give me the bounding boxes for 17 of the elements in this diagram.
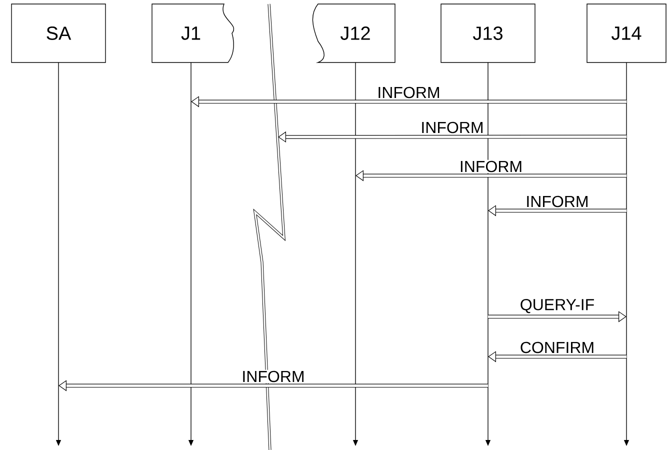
participant-box: J12 xyxy=(312,4,396,63)
message-arrow xyxy=(58,380,488,392)
message-arrow xyxy=(191,96,626,108)
edge-label: QUERY-IF xyxy=(518,298,596,314)
message-arrow xyxy=(356,170,626,182)
edge-label: INFORM xyxy=(240,370,306,384)
participant-box: J13 xyxy=(440,4,536,63)
participant-box: SA xyxy=(11,4,106,63)
participant-box: J1 xyxy=(152,4,234,63)
message-arrow xyxy=(488,205,626,216)
edge-label: INFORM xyxy=(524,194,590,208)
edge-label: INFORM xyxy=(420,120,485,134)
message-arrow xyxy=(488,351,626,362)
edge-label: INFORM xyxy=(458,160,524,174)
edge-label: INFORM xyxy=(376,86,442,100)
participant-box: J14 xyxy=(586,4,666,63)
edge-label: CONFIRM xyxy=(518,340,596,354)
